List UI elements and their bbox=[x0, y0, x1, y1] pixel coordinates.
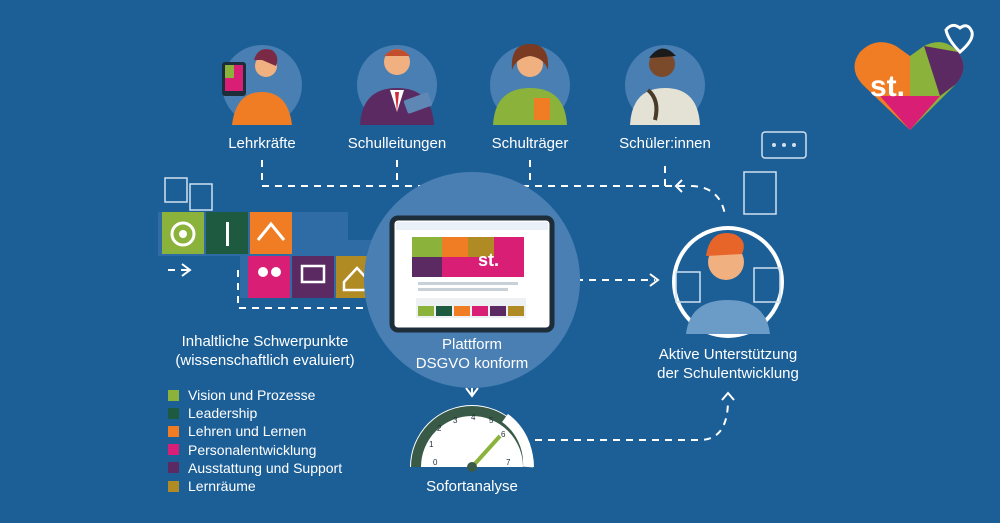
support-label: Aktive Unterstützung der Schulentwicklun… bbox=[620, 345, 836, 383]
sofortanalyse-gauge bbox=[410, 405, 534, 472]
legend-swatch bbox=[168, 389, 179, 401]
gauge-tick-0: 0 bbox=[433, 458, 438, 467]
platform-label: Plattform DSGVO konform bbox=[372, 335, 572, 373]
role-label-lehrkraefte: Lehrkräfte bbox=[228, 135, 296, 152]
role-label-schueler: Schüler:innen bbox=[619, 135, 711, 152]
legend-item: Personalentwicklung bbox=[168, 441, 342, 459]
legend-item: Lernräume bbox=[168, 477, 342, 495]
platform-label-line1: Plattform bbox=[441, 336, 502, 353]
focus-heading-line1: Inhaltliche Schwerpunkte bbox=[181, 333, 349, 350]
st-logo bbox=[854, 23, 974, 130]
support-avatar bbox=[672, 131, 807, 338]
legend-item: Ausstattung und Support bbox=[168, 459, 342, 477]
avatar-schueler bbox=[625, 45, 705, 125]
legend-swatch bbox=[168, 480, 179, 492]
avatar-schulleitungen bbox=[357, 45, 437, 125]
gauge-tick-5: 5 bbox=[489, 416, 494, 425]
avatar-lehrkraefte bbox=[222, 45, 302, 125]
gauge-tick-1: 1 bbox=[429, 440, 434, 449]
support-label-line1: Aktive Unterstützung bbox=[658, 346, 798, 363]
logo-text: st. bbox=[870, 70, 906, 103]
legend-swatch bbox=[168, 407, 179, 419]
legend-label: Ausstattung und Support bbox=[188, 459, 343, 476]
gauge-tick-2: 2 bbox=[437, 424, 442, 433]
focus-legend: Vision und Prozesse Leadership Lehren un… bbox=[168, 386, 342, 495]
support-label-line2: der Schulentwicklung bbox=[657, 365, 799, 382]
legend-item: Lehren und Lernen bbox=[168, 422, 342, 440]
gauge-tick-7: 7 bbox=[506, 458, 511, 467]
legend-item: Leadership bbox=[168, 404, 342, 422]
platform-laptop bbox=[364, 172, 580, 388]
legend-item: Vision und Prozesse bbox=[168, 386, 342, 404]
legend-label: Leadership bbox=[188, 405, 258, 422]
focus-heading: Inhaltliche Schwerpunkte (wissenschaftli… bbox=[150, 332, 380, 370]
focus-tiles bbox=[158, 177, 380, 298]
legend-swatch bbox=[168, 444, 179, 456]
legend-label: Personalentwicklung bbox=[188, 441, 317, 458]
gauge-tick-6: 6 bbox=[501, 430, 506, 439]
analysis-label: Sofortanalyse bbox=[426, 478, 518, 495]
legend-label: Vision und Prozesse bbox=[188, 387, 316, 404]
gauge-tick-4: 4 bbox=[471, 413, 476, 422]
role-label-schultraeger: Schulträger bbox=[491, 135, 569, 152]
legend-label: Lernräume bbox=[188, 478, 256, 495]
gauge-tick-3: 3 bbox=[453, 416, 458, 425]
platform-label-line2: DSGVO konform bbox=[415, 355, 529, 372]
platform-screen-logo: st. bbox=[478, 250, 500, 270]
legend-swatch bbox=[168, 462, 179, 474]
role-label-schulleitungen: Schulleitungen bbox=[347, 135, 447, 152]
focus-heading-line2: (wissenschaftlich evaluiert) bbox=[175, 352, 355, 369]
legend-swatch bbox=[168, 425, 179, 437]
avatar-schultraeger bbox=[490, 44, 570, 125]
legend-label: Lehren und Lernen bbox=[188, 423, 307, 440]
